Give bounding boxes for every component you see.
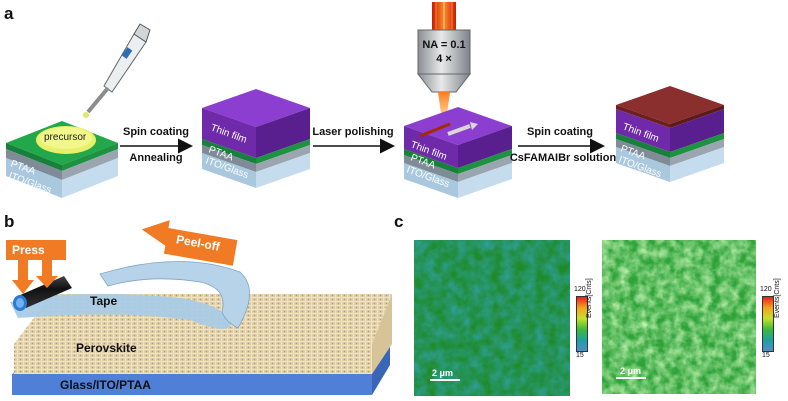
colorbar-left <box>576 296 588 352</box>
scale-label-left: 2 μm <box>432 368 454 378</box>
colorbar-left-unit: Events[Cnts] <box>586 278 593 318</box>
na-label: NA = 0.1 <box>422 39 465 51</box>
roller-icon <box>13 276 72 311</box>
sample-1: precursor PTAA ITO/Glass <box>6 121 118 198</box>
step3-top-label: Spin coating <box>527 126 593 138</box>
panel-label-a: a <box>4 4 14 23</box>
colorbar-right-min: 15 <box>762 352 770 359</box>
perovskite-label: Perovskite <box>76 341 137 355</box>
press-label: Press <box>12 243 45 257</box>
pl-map-right <box>602 240 756 394</box>
panel-b-diagram <box>6 220 392 395</box>
colorbar-right-max: 120 <box>760 286 772 293</box>
panel-a-diagram: precursor PTAA ITO/Glass Thin film <box>6 2 724 198</box>
step1-top-label: Spin coating <box>123 126 189 138</box>
scale-label-right: 2 μm <box>620 366 642 376</box>
step2-top-label: Laser polishing <box>312 126 394 138</box>
sample-4: Thin film PTAA ITO/Glass <box>616 86 724 182</box>
peel-off-arrow-icon <box>141 220 238 266</box>
panel-label-b: b <box>4 212 15 231</box>
tape-label: Tape <box>90 294 118 308</box>
step1-bottom-label: Annealing <box>129 152 183 164</box>
scan-direction-arrow <box>447 124 471 136</box>
press-arrow-icon <box>6 240 66 294</box>
panel-label-c: c <box>394 212 404 231</box>
base-label: Glass/ITO/PTAA <box>60 378 151 392</box>
laser-objective <box>416 2 472 128</box>
magnification-label: 4 × <box>436 53 452 65</box>
sample-2: Thin film PTAA ITO/Glass <box>202 89 310 188</box>
colorbar-left-max: 120 <box>574 286 586 293</box>
step3-bottom-label: CsFAMAIBr solution <box>509 152 617 164</box>
pipette-icon <box>83 23 151 118</box>
colorbar-left-min: 15 <box>576 352 584 359</box>
colorbar-right-unit: Events[Cnts] <box>774 278 781 318</box>
sample-3: Thin film PTAA ITO/Glass <box>404 107 512 198</box>
pl-map-left <box>414 240 570 396</box>
precursor-label: precursor <box>44 132 87 143</box>
colorbar-right <box>762 296 774 352</box>
